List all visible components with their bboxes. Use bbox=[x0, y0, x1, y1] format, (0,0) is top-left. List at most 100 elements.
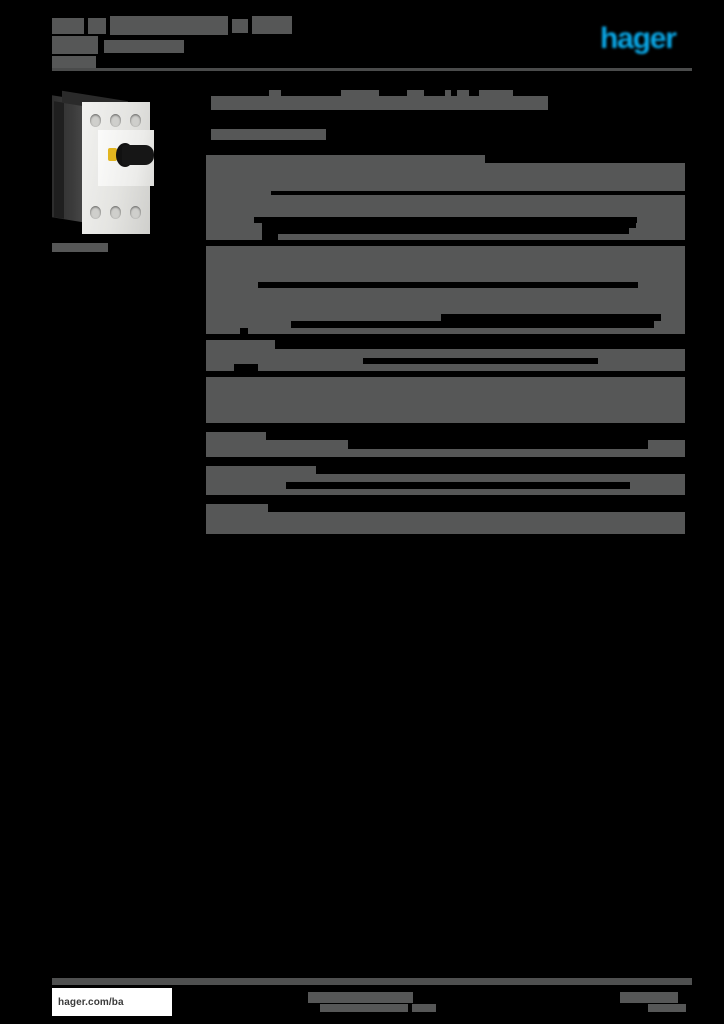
footer-center-redacted-3 bbox=[412, 1004, 436, 1012]
row-header-notch bbox=[485, 155, 685, 163]
row-header-notch bbox=[316, 466, 685, 474]
table-row bbox=[206, 223, 685, 228]
table-row bbox=[206, 328, 685, 334]
mpcb-terminal-hole bbox=[130, 206, 141, 219]
table-row bbox=[206, 163, 685, 191]
mpcb-illustration bbox=[50, 88, 174, 238]
page-subtitle bbox=[211, 129, 326, 140]
spec-group-separator bbox=[206, 371, 685, 377]
mpcb-rotary-knob bbox=[122, 145, 154, 165]
spec-group bbox=[206, 377, 685, 423]
spec-group-separator bbox=[206, 495, 685, 504]
table-row bbox=[206, 474, 685, 482]
footer-url-text: hager.com/ba bbox=[58, 996, 124, 1008]
row-value-gap bbox=[441, 314, 661, 321]
table-row bbox=[206, 449, 685, 457]
row-header-notch bbox=[275, 340, 685, 349]
page-title-ascender bbox=[269, 90, 281, 97]
row-value-gap bbox=[258, 282, 638, 288]
table-row bbox=[206, 364, 685, 371]
page-subtitle-redacted bbox=[211, 129, 326, 140]
page-title-ascender bbox=[341, 90, 379, 97]
spec-group bbox=[206, 340, 685, 371]
hager-logo-text: hager bbox=[600, 22, 677, 55]
header-redacted-block-8 bbox=[52, 56, 96, 68]
row-header-notch bbox=[268, 504, 685, 512]
footer-center-redacted-1 bbox=[308, 992, 413, 1003]
specification-table bbox=[206, 155, 685, 534]
table-row bbox=[206, 321, 685, 328]
spec-group bbox=[206, 246, 685, 334]
table-row bbox=[206, 466, 685, 474]
table-row bbox=[206, 228, 685, 234]
table-row bbox=[206, 340, 685, 349]
table-row bbox=[206, 246, 685, 282]
page-title-ascender bbox=[407, 90, 424, 97]
product-image bbox=[50, 88, 174, 238]
row-value-gap bbox=[363, 358, 598, 364]
footer-center-text bbox=[308, 992, 448, 1012]
row-value-gap bbox=[271, 191, 685, 195]
hager-logo[interactable]: hager bbox=[600, 22, 692, 55]
row-value-gap bbox=[240, 328, 248, 334]
footer-right-redacted-1 bbox=[620, 992, 678, 1003]
row-value-gap bbox=[262, 234, 278, 240]
footer-divider bbox=[52, 978, 692, 985]
table-row bbox=[206, 358, 685, 364]
spec-group-separator bbox=[206, 240, 685, 246]
table-row bbox=[206, 234, 685, 240]
page-title bbox=[211, 88, 551, 112]
header-divider bbox=[52, 68, 692, 71]
table-row bbox=[206, 195, 685, 217]
spec-group-separator bbox=[206, 423, 685, 432]
row-value-gap bbox=[286, 482, 630, 489]
table-row bbox=[206, 440, 685, 449]
footer-right-text bbox=[620, 992, 698, 1012]
row-value-gap bbox=[348, 440, 648, 449]
mpcb-side-edge bbox=[54, 101, 64, 219]
spec-group-separator bbox=[206, 457, 685, 466]
table-row bbox=[206, 191, 685, 195]
table-row bbox=[206, 432, 685, 440]
page-title-ascender bbox=[479, 90, 513, 97]
footer-right-redacted-2 bbox=[648, 1004, 686, 1012]
table-row bbox=[206, 377, 685, 423]
mpcb-terminal-hole bbox=[110, 114, 121, 127]
product-caption bbox=[52, 243, 108, 252]
table-row bbox=[206, 314, 685, 321]
table-row bbox=[206, 489, 685, 495]
row-value-gap bbox=[234, 364, 258, 371]
spec-group-separator bbox=[206, 334, 685, 340]
spec-group bbox=[206, 466, 685, 495]
header-redacted-block-2 bbox=[88, 18, 106, 34]
table-row bbox=[206, 282, 685, 288]
table-row bbox=[206, 349, 685, 358]
page-title-ascender bbox=[445, 90, 451, 97]
header-redacted-block-3 bbox=[110, 16, 228, 35]
spec-group bbox=[206, 432, 685, 457]
header-redacted-block-7 bbox=[104, 40, 184, 53]
table-row bbox=[206, 155, 685, 163]
header-redacted-block-4 bbox=[232, 19, 248, 33]
document-header bbox=[52, 14, 692, 72]
page-title-ascender bbox=[457, 90, 469, 97]
table-row bbox=[206, 288, 685, 314]
footer-center-redacted-2 bbox=[320, 1004, 408, 1012]
spec-group bbox=[206, 504, 685, 534]
row-value-gap bbox=[291, 321, 654, 328]
header-redacted-block-6 bbox=[52, 36, 98, 54]
mpcb-reset-button bbox=[108, 148, 117, 161]
footer-url[interactable]: hager.com/ba bbox=[52, 988, 172, 1016]
table-row bbox=[206, 482, 685, 489]
table-row bbox=[206, 217, 685, 223]
table-row bbox=[206, 512, 685, 534]
mpcb-terminal-hole bbox=[90, 206, 101, 219]
spec-group bbox=[206, 155, 685, 240]
row-value-gap bbox=[262, 228, 629, 234]
page-title-redacted bbox=[211, 96, 548, 110]
table-row bbox=[206, 504, 685, 512]
mpcb-terminal-hole bbox=[90, 114, 101, 127]
row-value-gap bbox=[262, 223, 636, 228]
header-redacted-block-1 bbox=[52, 18, 84, 34]
